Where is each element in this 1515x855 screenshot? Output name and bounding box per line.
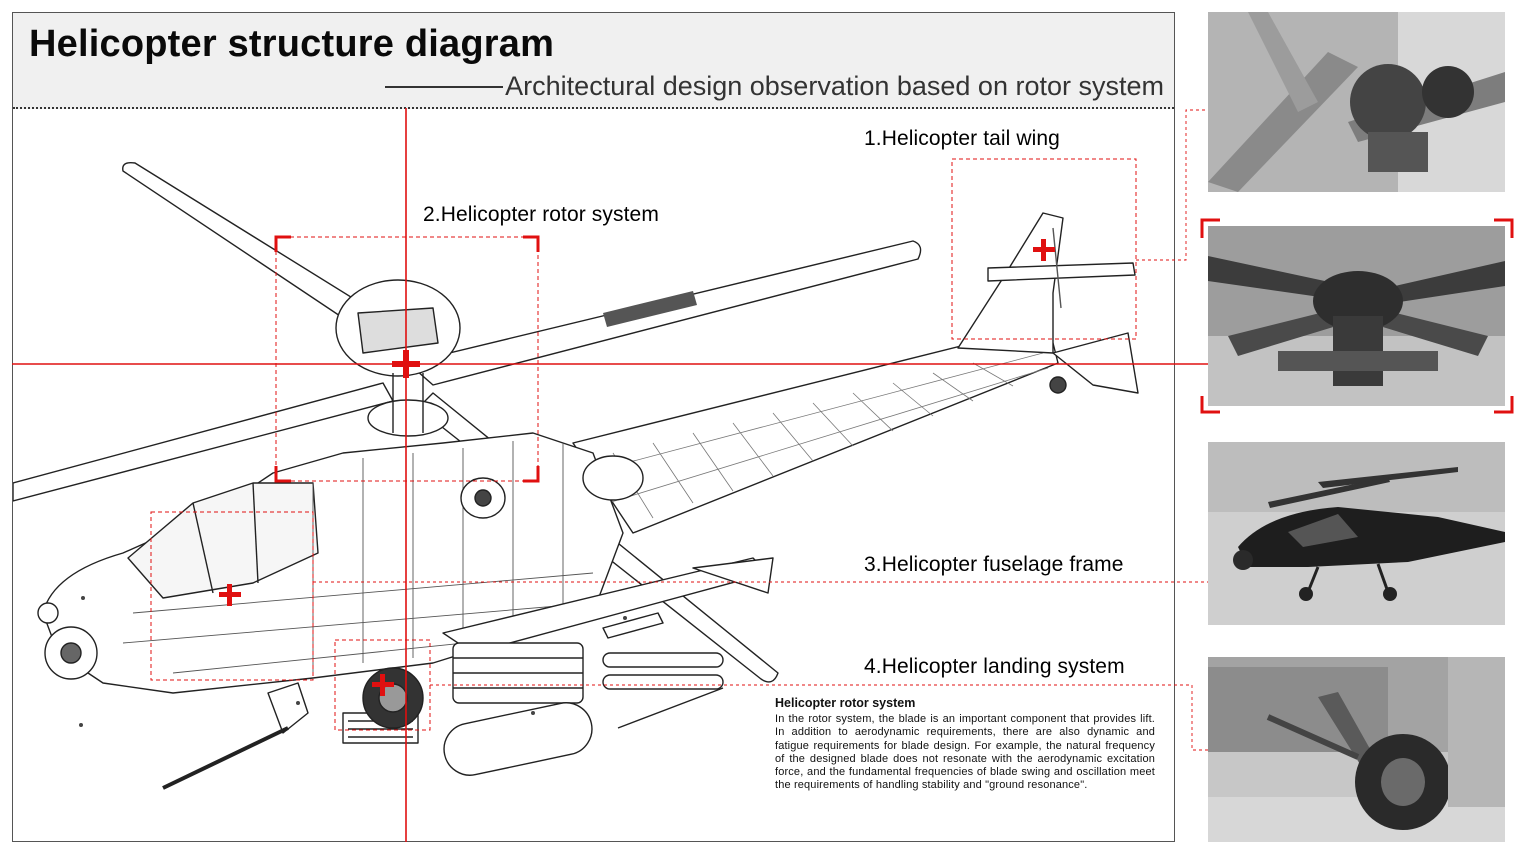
rotor-hub-closeup-icon bbox=[1208, 226, 1505, 406]
subtitle-dash-rule bbox=[385, 85, 504, 88]
callout-rotor-system: 2.Helicopter rotor system bbox=[423, 203, 659, 226]
header-bar: Helicopter structure diagram Architectur… bbox=[13, 13, 1174, 109]
diagram-board: Helicopter structure diagram Architectur… bbox=[12, 12, 1175, 842]
note-body: In the rotor system, the blade is an imp… bbox=[775, 713, 1155, 792]
landing-gear-photo bbox=[1208, 657, 1505, 842]
note-title: Helicopter rotor system bbox=[775, 696, 916, 710]
callout-tail-wing: 1.Helicopter tail wing bbox=[864, 127, 1060, 150]
tail-boom bbox=[572, 332, 1059, 534]
landing-gear-wheel-icon bbox=[1208, 657, 1505, 842]
subtitle-row: Architectural design observation based o… bbox=[385, 71, 1164, 102]
tail-fin bbox=[957, 212, 1064, 354]
page-title: Helicopter structure diagram bbox=[29, 23, 555, 65]
attack-helicopter-icon bbox=[1208, 442, 1505, 625]
main-rotor-blade-right bbox=[407, 240, 922, 386]
rotor-system-note: Helicopter rotor system In the rotor sys… bbox=[775, 696, 1155, 792]
page-subtitle: Architectural design observation based o… bbox=[505, 71, 1164, 101]
callout-landing-system: 4.Helicopter landing system bbox=[864, 655, 1125, 678]
main-rotor-hub-photo bbox=[1208, 226, 1505, 406]
tail-rotor-photo bbox=[1208, 12, 1505, 192]
callout-fuselage-frame: 3.Helicopter fuselage frame bbox=[864, 553, 1124, 576]
tail-rotor-closeup-icon bbox=[1208, 12, 1505, 192]
helicopter-in-flight-photo bbox=[1208, 442, 1505, 625]
